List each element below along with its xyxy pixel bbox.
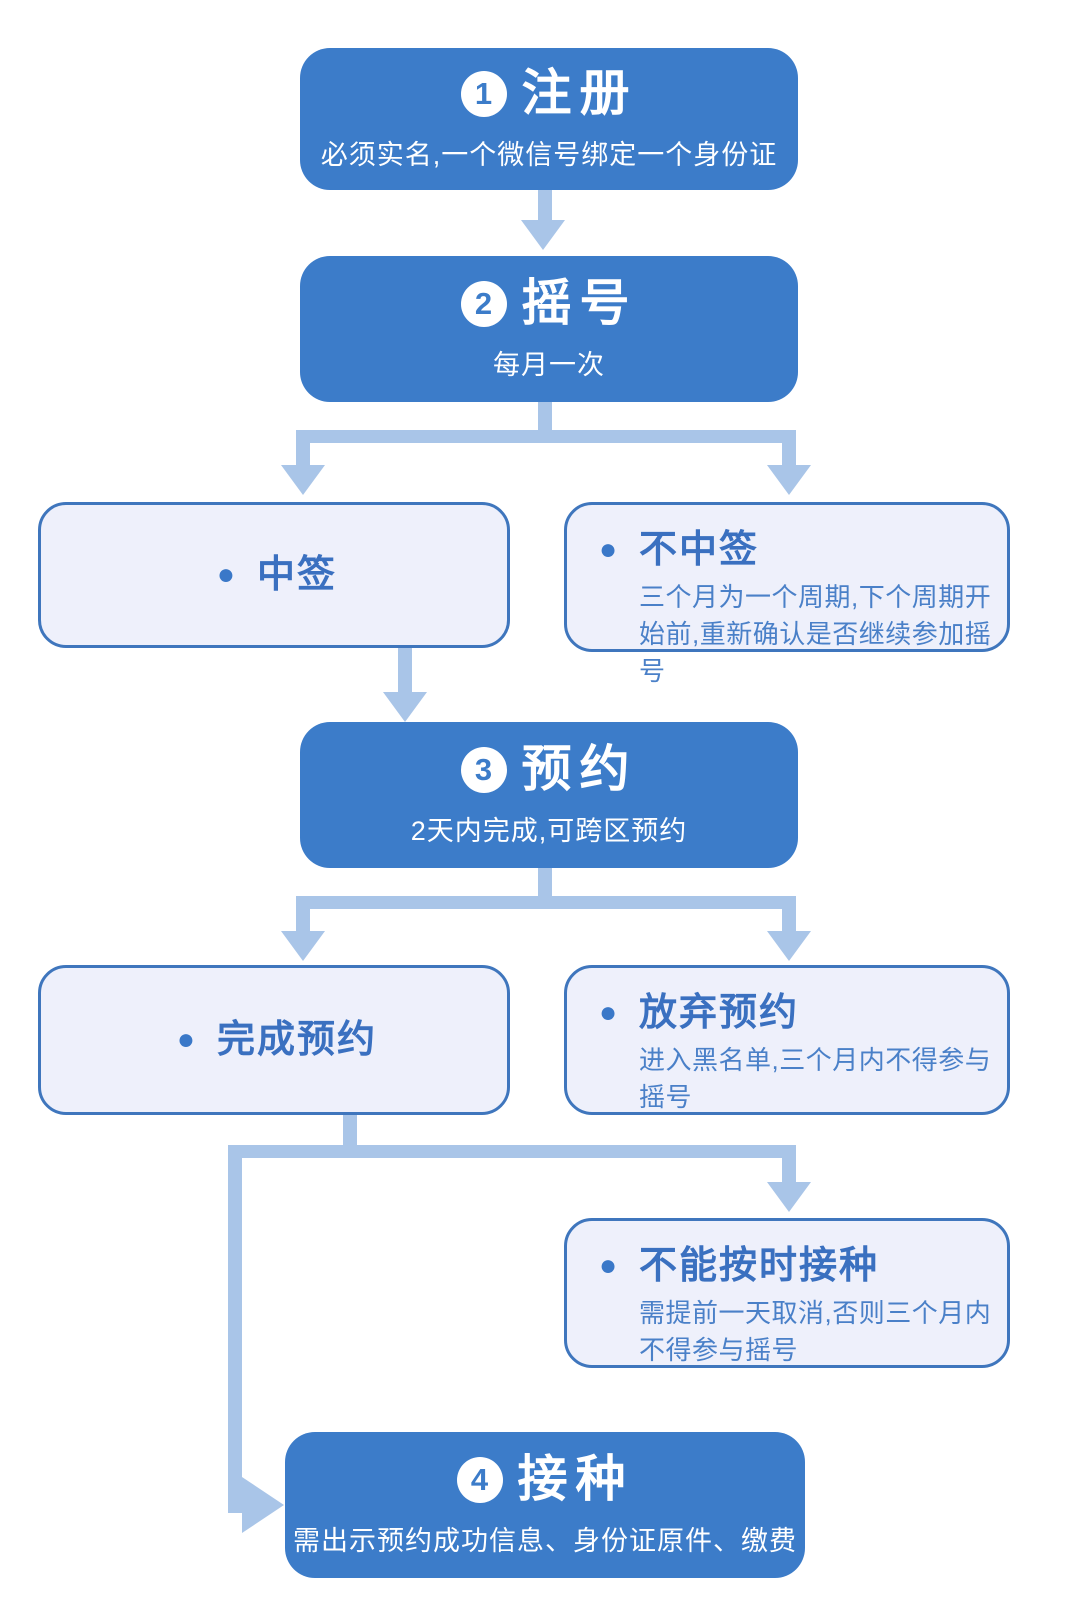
outcome-detail: 进入黑名单,三个月内不得参与摇号 <box>639 1045 992 1112</box>
step-title-row: 3 预约 <box>460 741 638 797</box>
outcome-row: ● 放弃预约 进入黑名单,三个月内不得参与摇号 <box>567 968 1007 1116</box>
connector-register-lottery-stem <box>538 190 552 220</box>
connector-lottery-branch-right-drop <box>782 443 796 465</box>
connector-complete-branch-right-drop <box>782 1158 796 1182</box>
step-title-row: 4 接种 <box>456 1451 634 1507</box>
outcome-row: ● 不中签 三个月为一个周期,下个周期开始前,重新确认是否继续参加摇号 <box>567 505 1007 690</box>
outcome-title: 不中签 <box>639 529 760 571</box>
step-subtitle: 2天内完成,可跨区预约 <box>410 816 688 846</box>
outcome-title: 放弃预约 <box>639 992 800 1034</box>
step-box-lottery: 2 摇号 每月一次 <box>300 256 798 402</box>
connector-complete-branch-bar <box>228 1145 796 1158</box>
outcome-text: 不中签 三个月为一个周期,下个周期开始前,重新确认是否继续参加摇号 <box>639 527 993 690</box>
arrow-down-icon <box>383 692 427 722</box>
step-box-appointment: 3 预约 2天内完成,可跨区预约 <box>300 722 798 868</box>
arrow-down-icon <box>281 465 325 495</box>
outcome-text: 不能按时接种 需提前一天取消,否则三个月内不得参与摇号 <box>639 1243 993 1369</box>
outcome-row: ● 完成预约 <box>41 968 507 1112</box>
outcome-box-cannot-vaccinate-on-time: ● 不能按时接种 需提前一天取消,否则三个月内不得参与摇号 <box>564 1218 1010 1368</box>
arrow-down-icon <box>767 465 811 495</box>
step-box-register: 1 注册 必须实名,一个微信号绑定一个身份证 <box>300 48 798 190</box>
connector-appointment-branch-bar <box>296 896 796 909</box>
step-box-vaccinate: 4 接种 需出示预约成功信息、身份证原件、缴费 <box>285 1432 805 1578</box>
step-number-icon: 1 <box>460 70 507 117</box>
step-subtitle: 需出示预约成功信息、身份证原件、缴费 <box>293 1526 797 1556</box>
bullet-icon: ● <box>598 533 618 566</box>
outcome-row: ● 不能按时接种 需提前一天取消,否则三个月内不得参与摇号 <box>567 1221 1007 1369</box>
arrow-down-icon <box>767 931 811 961</box>
bullet-icon: ● <box>598 1249 618 1282</box>
connector-lottery-branch-bar <box>296 430 796 443</box>
connector-win-appointment-stem <box>398 648 412 692</box>
outcome-box-not-win: ● 不中签 三个月为一个周期,下个周期开始前,重新确认是否继续参加摇号 <box>564 502 1010 686</box>
connector-complete-vaccinate-vertical <box>228 1145 242 1513</box>
arrow-down-icon <box>281 931 325 961</box>
step-number-icon: 2 <box>460 280 507 327</box>
bullet-icon: ● <box>598 996 618 1029</box>
step-title-row: 2 摇号 <box>460 275 638 331</box>
arrow-down-icon <box>767 1182 811 1212</box>
step-subtitle: 每月一次 <box>493 350 605 380</box>
bullet-icon: ● <box>216 558 236 591</box>
step-title: 预约 <box>521 741 638 797</box>
step-number-icon: 3 <box>460 746 507 793</box>
arrow-right-icon <box>242 1477 284 1533</box>
outcome-detail: 需提前一天取消,否则三个月内不得参与摇号 <box>639 1298 992 1365</box>
connector-appointment-branch-stem <box>538 868 552 896</box>
step-title: 摇号 <box>521 275 638 331</box>
outcome-title: 不能按时接种 <box>639 1245 880 1287</box>
step-title: 接种 <box>517 1451 634 1507</box>
arrow-down-icon <box>521 220 565 250</box>
step-subtitle: 必须实名,一个微信号绑定一个身份证 <box>320 140 778 170</box>
outcome-title: 中签 <box>256 554 337 596</box>
step-title: 注册 <box>521 65 638 121</box>
connector-lottery-branch-left-drop <box>296 443 310 465</box>
outcome-title: 完成预约 <box>216 1019 377 1061</box>
outcome-box-abandon-appointment: ● 放弃预约 进入黑名单,三个月内不得参与摇号 <box>564 965 1010 1115</box>
outcome-row: ● 中签 <box>41 505 507 645</box>
outcome-box-complete-appointment: ● 完成预约 <box>38 965 510 1115</box>
step-title-row: 1 注册 <box>460 65 638 121</box>
connector-appointment-branch-left-drop <box>296 909 310 931</box>
step-number-icon: 4 <box>456 1456 503 1503</box>
outcome-box-win: ● 中签 <box>38 502 510 648</box>
connector-appointment-branch-right-drop <box>782 909 796 931</box>
connector-lottery-branch-stem <box>538 402 552 430</box>
bullet-icon: ● <box>176 1023 196 1056</box>
outcome-detail: 三个月为一个周期,下个周期开始前,重新确认是否继续参加摇号 <box>639 582 992 686</box>
outcome-text: 放弃预约 进入黑名单,三个月内不得参与摇号 <box>639 990 993 1116</box>
connector-complete-branch-stem <box>343 1115 357 1145</box>
